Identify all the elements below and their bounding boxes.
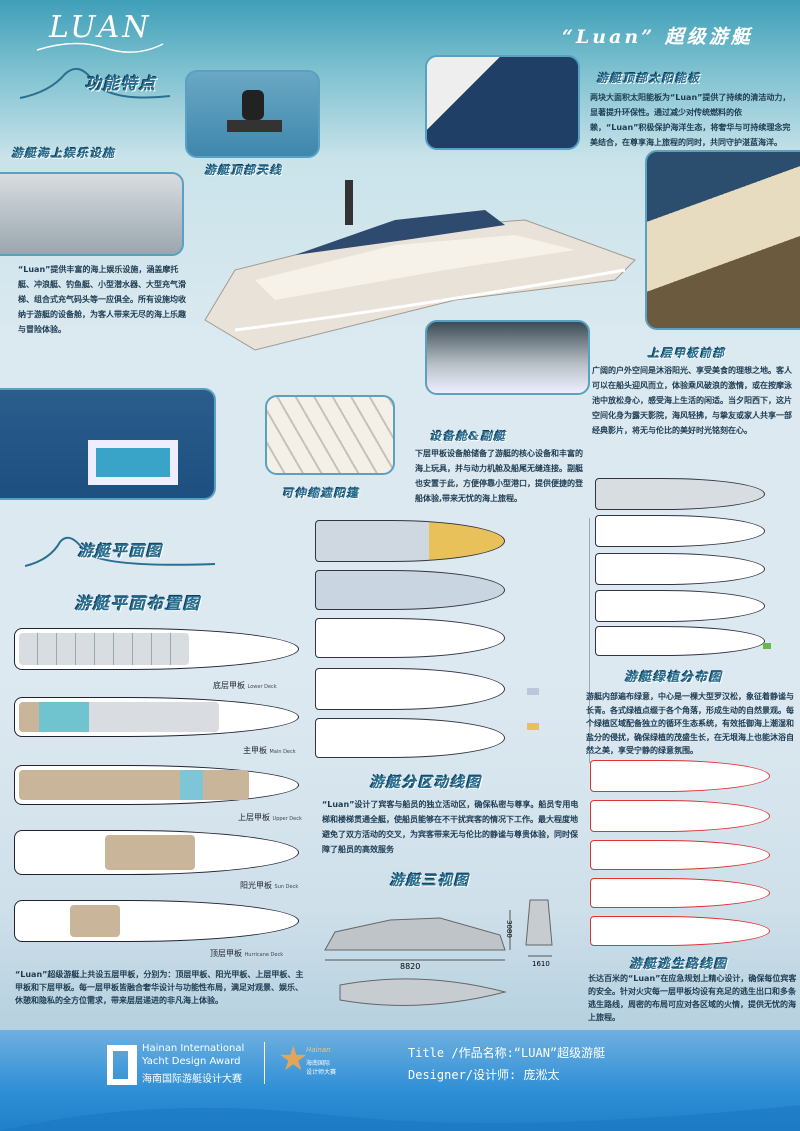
upper-front-text: 广阔的户外空间是沐浴阳光、享受美食的理想之地。客人可以在船头迎风而立，体验乘风破…: [592, 366, 792, 435]
award-en-2: Yacht Design Award: [142, 1056, 241, 1067]
deck-label-sun: 阳光甲板 Sun Deck: [240, 881, 299, 890]
zoning-title: 游艇分区动线图: [370, 775, 482, 791]
features-title: 功能特点: [85, 74, 158, 93]
antenna-label: 游艇顶部天线: [205, 164, 283, 177]
three-view-drawing: 3080 8820 1610: [320, 890, 580, 1020]
three-view-title: 游艇三视图: [390, 873, 470, 889]
deck-plan-upper: [14, 765, 299, 805]
wave-icon: [20, 67, 170, 99]
upper-front-title: 上层甲板前部: [648, 347, 726, 360]
award-en-1: Hainan International: [142, 1043, 245, 1054]
award-logo-icon: [107, 1045, 137, 1085]
deck-plan-lower: [14, 628, 299, 670]
solar-photo: [425, 55, 580, 150]
entertainment-title: 游艇海上娱乐设施: [12, 147, 116, 160]
wave-icon: [25, 536, 215, 567]
deck-plan-hurricane: [14, 900, 299, 942]
escape-plans: [590, 760, 790, 950]
zoning-text: “Luan”设计了宾客与船员的独立活动区，确保私密与尊享。船员专用电梯和楼梯贯通…: [322, 800, 579, 854]
decks-summary: “Luan”超级游艇上共设五层甲板，分别为：顶层甲板、阳光甲板、上层甲板、主甲板…: [15, 970, 304, 1005]
deck-plan-sun: [14, 830, 299, 875]
badge-cn-2: 设计师大赛: [306, 1069, 337, 1076]
escape-title: 游艇逃生路线图: [630, 957, 729, 971]
luan-logo: LUAN: [35, 8, 165, 53]
deck-label-lower: 底层甲板 Lower Deck: [213, 681, 277, 690]
yacht-render: [204, 180, 636, 351]
poster-title: “Luan” 超级游艇: [562, 26, 753, 48]
water-platform-photo: [0, 388, 216, 500]
award-cn: 海南国际游艇设计大赛: [142, 1074, 242, 1085]
equipment-photo: [425, 320, 590, 395]
beam-dimension: 1610: [532, 960, 550, 968]
deck-label-main: 主甲板 Main Deck: [243, 746, 296, 755]
badge-cn-1: 海南国际: [306, 1060, 331, 1067]
length-dimension: 8820: [400, 962, 421, 971]
greenery-text: 游艇内部遍布绿意，中心是一棵大型罗汉松，象征着静谧与长青。各式绿植点缀于各个角落…: [586, 692, 794, 755]
deck-label-hurricane: 顶层甲板 Hurricane Deck: [210, 949, 284, 958]
layout-title: 游艇平面布置图: [75, 594, 202, 613]
upper-deck-photo: [645, 150, 800, 330]
escape-text: 长达百米的“Luan”在应急规划上精心设计，确保每位宾客的安全。针对火灾每一层甲…: [588, 974, 797, 1022]
deck-label-upper: 上层甲板 Upper Deck: [238, 813, 302, 822]
solar-text: 两块大面积太阳能板为“Luan”提供了持续的清洁动力，显著提升环保性。通过减少对…: [590, 93, 791, 147]
designer: Designer/设计师: 庞淞太: [408, 1068, 560, 1082]
slide-photo: [0, 172, 184, 256]
height-dimension: 3080: [505, 920, 513, 938]
entertainment-text: “Luan”提供丰富的海上娱乐设施，涵盖摩托艇、冲浪艇、钓鱼艇、小型潜水器、大型…: [18, 265, 186, 334]
equipment-text: 下层甲板设备舱储备了游艇的核心设备和丰富的海上玩具，并与动力机舱及船尾无缝连接。…: [415, 449, 583, 503]
deck-plan-main: [14, 697, 299, 737]
awning-label: 可伸缩遮阳篷: [282, 487, 360, 500]
antenna-photo: [185, 70, 320, 158]
star-badge-icon: ★: [278, 1039, 309, 1079]
awning-photo: [265, 395, 395, 475]
work-title: Title /作品名称:“LUAN”超级游艇: [408, 1046, 606, 1060]
equipment-title: 设备舱&副艇: [430, 430, 507, 443]
zoning-plans: [315, 518, 590, 763]
solar-title: 游艇顶部太阳能板: [597, 72, 701, 85]
plans-title: 游艇平面图: [78, 542, 164, 560]
badge-en: Hainan: [306, 1046, 331, 1054]
right-deck-plans: [595, 478, 790, 663]
greenery-title: 游艇绿植分布图: [625, 670, 724, 684]
footer: Hainan International Yacht Design Award …: [0, 1030, 800, 1131]
